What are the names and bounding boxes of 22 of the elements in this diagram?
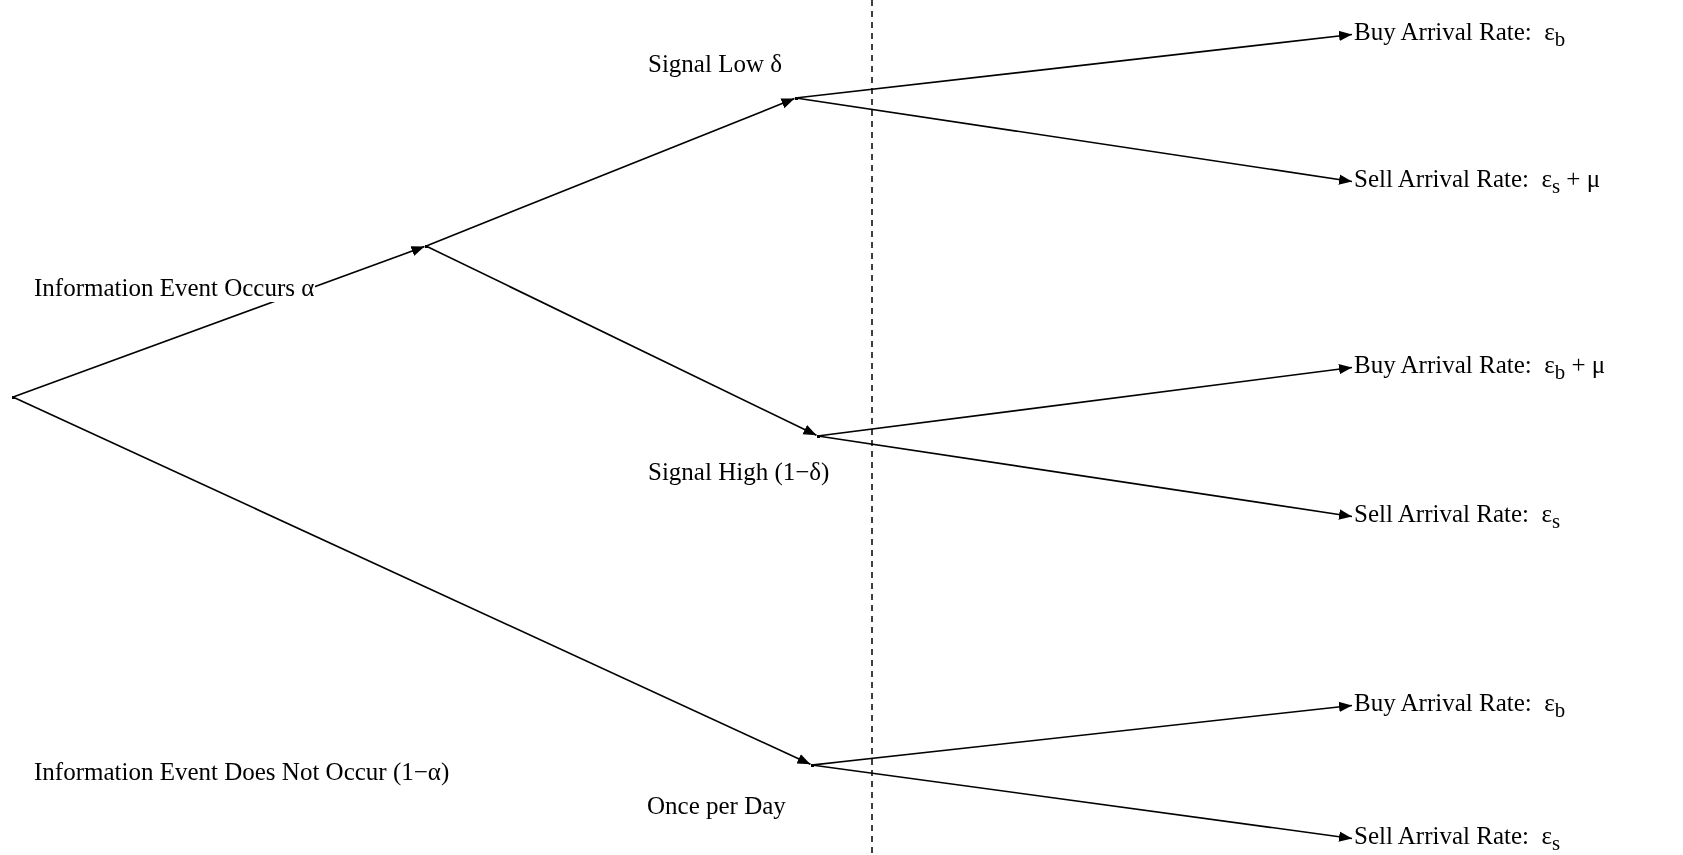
branch-point xyxy=(11,395,15,399)
arrow xyxy=(13,396,812,766)
arrow xyxy=(426,245,818,437)
arrow xyxy=(13,245,426,398)
branch-point xyxy=(424,244,428,248)
arrow xyxy=(812,701,1353,766)
outcome-label: Buy Arrival Rate: ε$_{b}$ xyxy=(1354,689,1566,722)
arrow xyxy=(818,363,1353,437)
arrow xyxy=(426,97,796,247)
arrow xyxy=(796,30,1353,99)
branch-point xyxy=(816,434,820,438)
branch-point xyxy=(810,763,814,767)
outcome-label: Sell Arrival Rate: ε$_{s}$ xyxy=(1354,822,1561,855)
outcome-label: Buy Arrival Rate: ε$_{b}$ xyxy=(1354,18,1566,51)
arrow xyxy=(818,435,1353,520)
branch-point xyxy=(794,96,798,100)
arrow xyxy=(796,97,1353,185)
outcome-label: Sell Arrival Rate: ε$_{s}$ xyxy=(1354,500,1561,533)
arrow xyxy=(812,764,1353,842)
outcome-label: Sell Arrival Rate: ε$_{s}$ + μ xyxy=(1354,165,1601,198)
outcome-label: Buy Arrival Rate: ε$_{b}$ + μ xyxy=(1354,351,1606,384)
node-caption: Once per Day xyxy=(647,792,786,820)
